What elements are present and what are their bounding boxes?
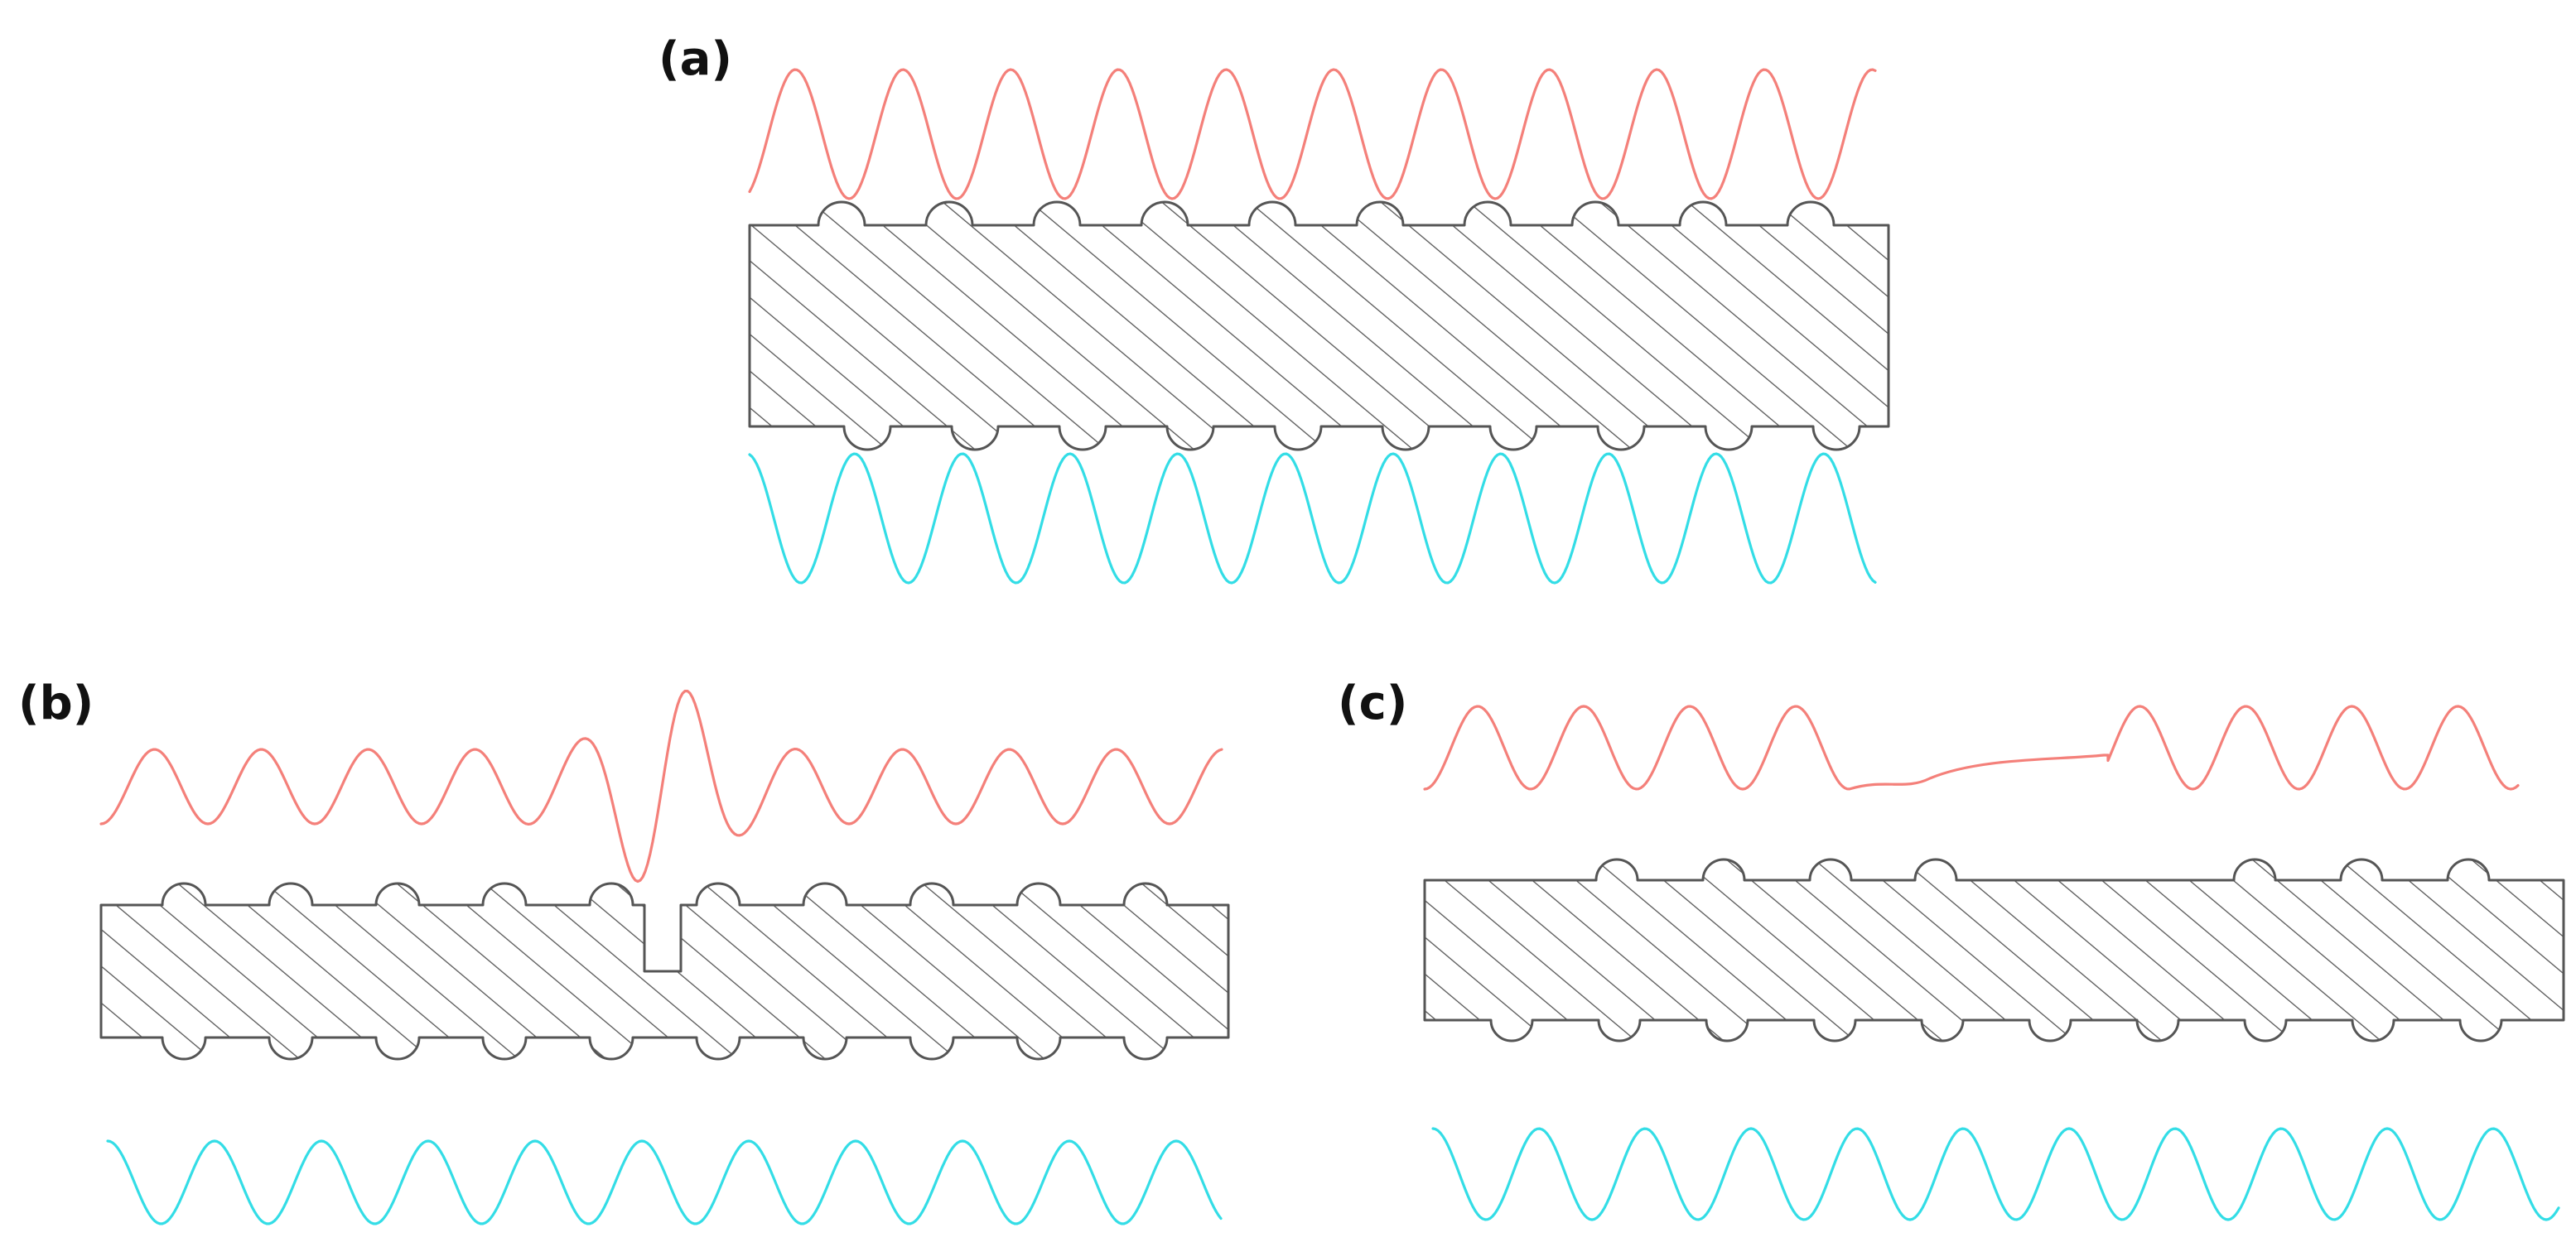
panel-a-label: (a)	[658, 32, 732, 86]
panel-b-label: (b)	[18, 676, 94, 730]
panel-a-upper-signal	[748, 68, 1877, 200]
panel-a-rod	[748, 200, 1890, 451]
panel-c-lower-signal	[1431, 1127, 2560, 1221]
panel-c-label: (c)	[1338, 676, 1407, 730]
panel-c-rod-missing-bumps	[1423, 858, 2565, 1042]
panel-a: (a)	[658, 32, 1890, 585]
panel-c-upper-signal	[1423, 705, 2520, 791]
panel-b: (b)	[18, 676, 1230, 1225]
panel-a-lower-signal	[748, 452, 1877, 585]
panel-b-upper-signal	[99, 690, 1223, 883]
panel-b-lower-signal	[106, 1139, 1223, 1225]
panel-b-rod-with-notch	[99, 882, 1230, 1061]
panel-c: (c)	[1338, 676, 2565, 1221]
